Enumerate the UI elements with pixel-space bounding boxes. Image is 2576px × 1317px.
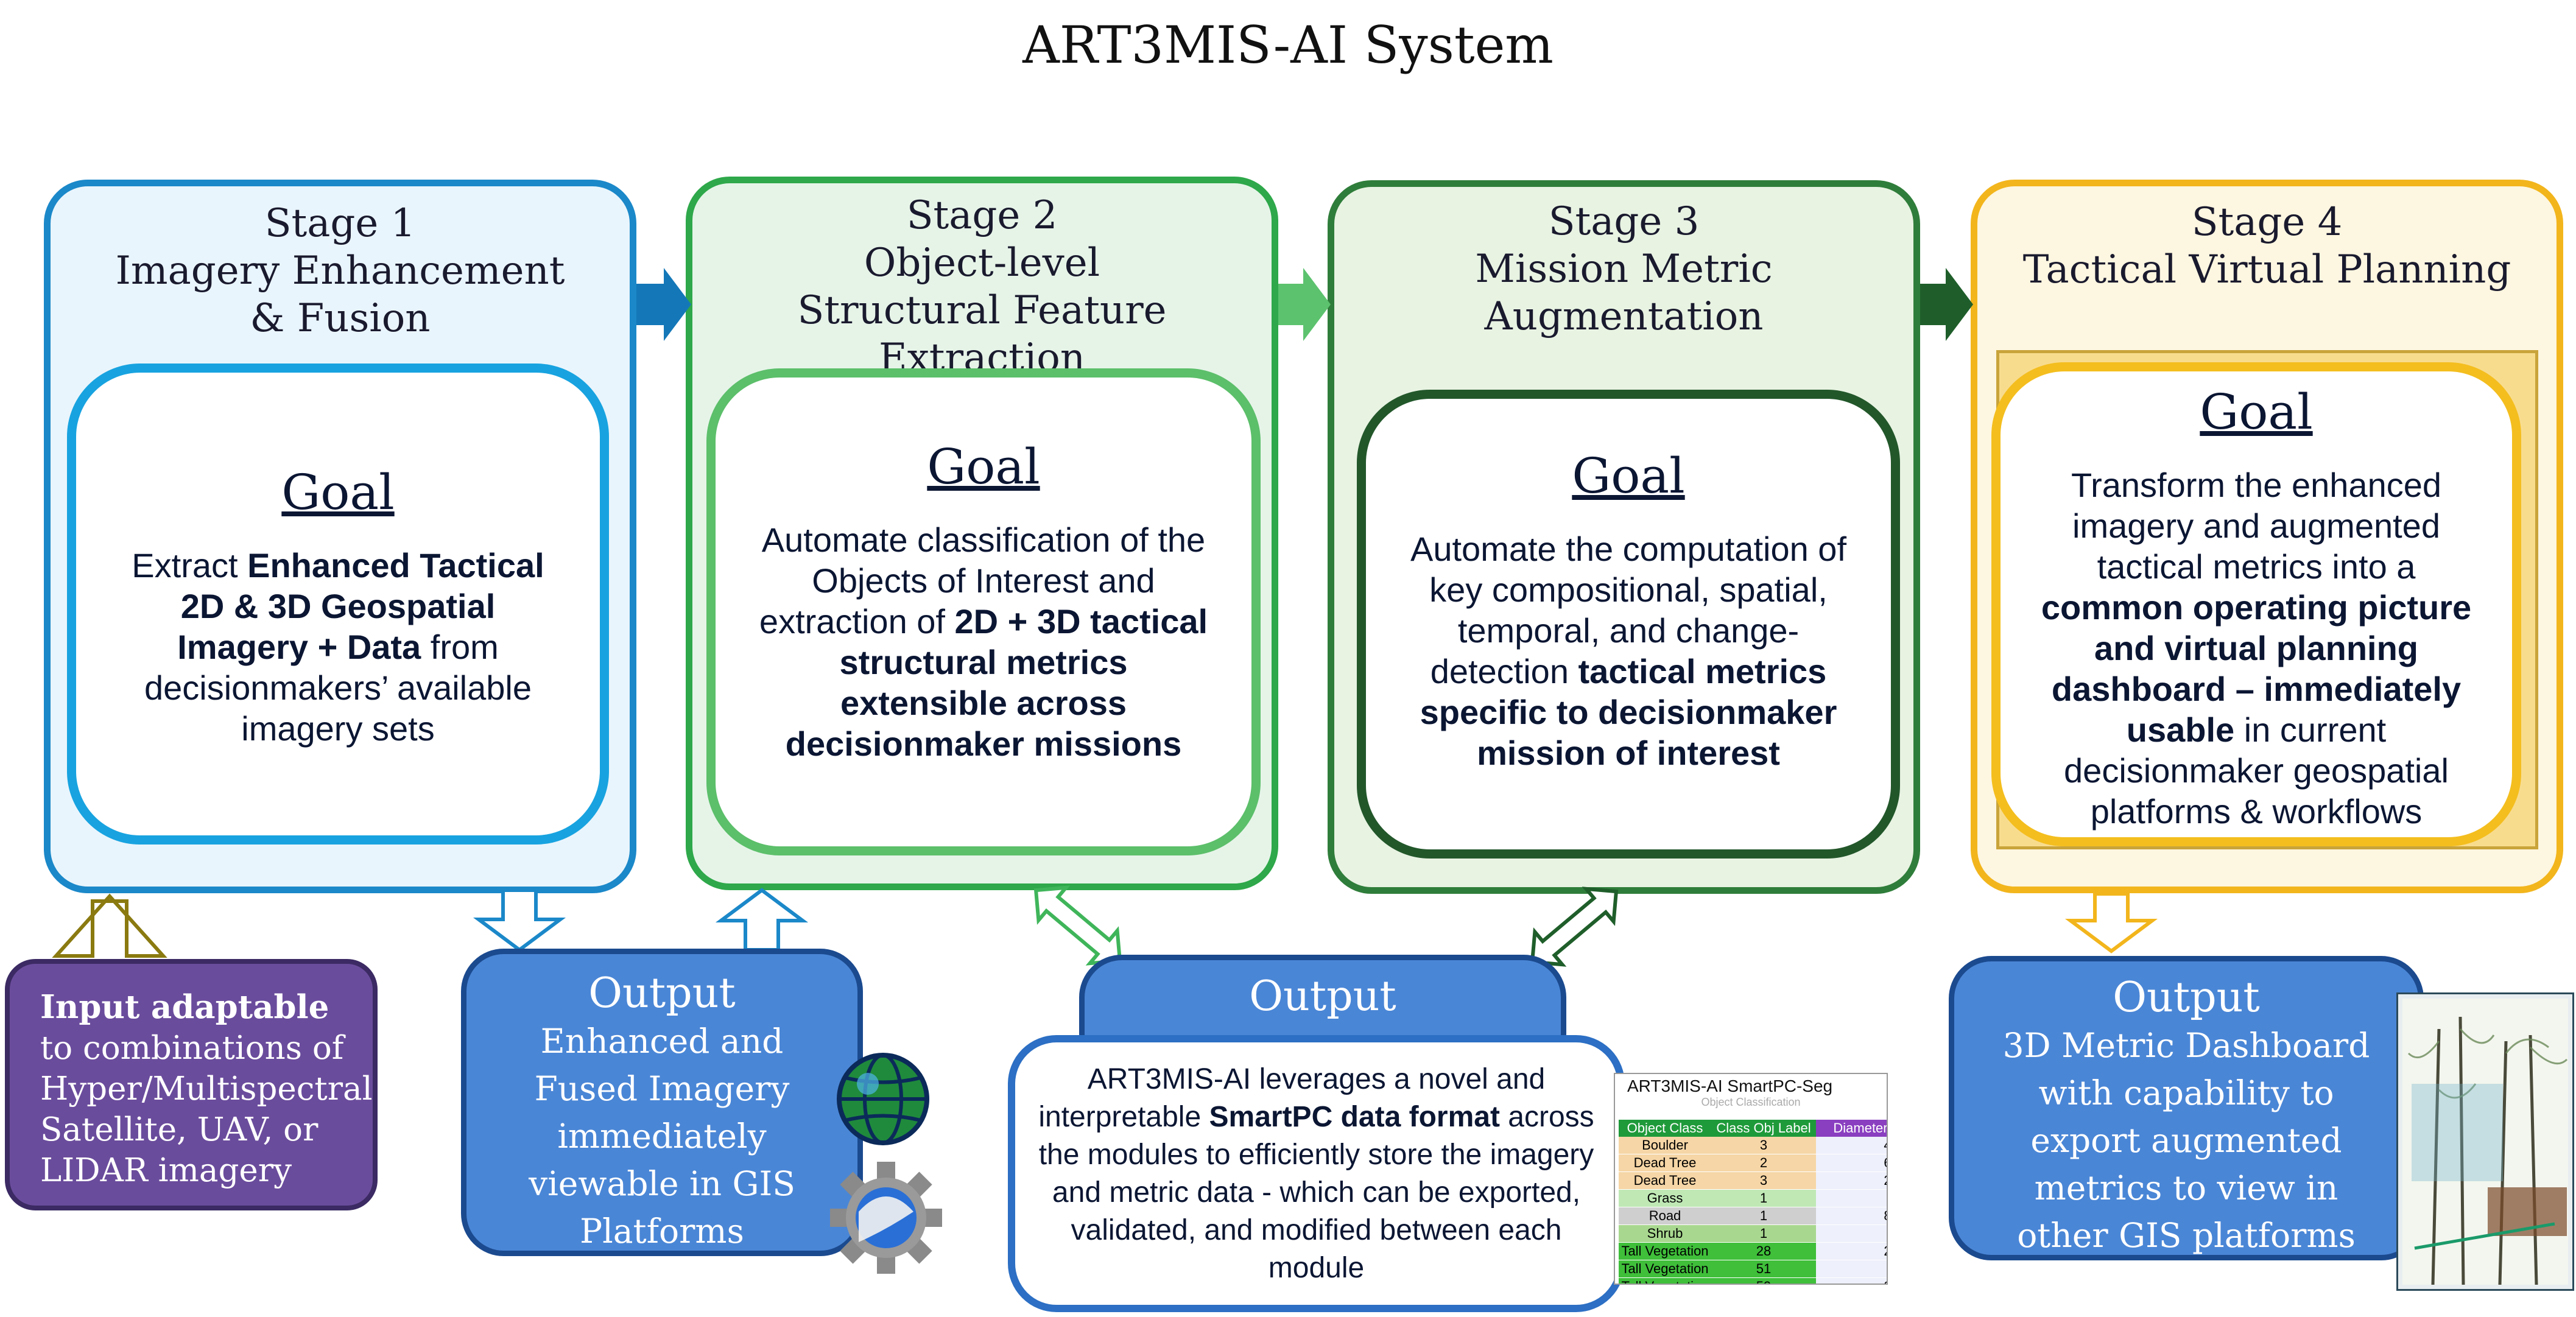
table-cell: 51 xyxy=(1711,1260,1816,1278)
table-cell: 1 xyxy=(1711,1207,1816,1225)
stage-1-name: Stage 1 xyxy=(264,201,416,246)
table-cell: Dead Tree xyxy=(1619,1154,1711,1172)
stage-4-name: Stage 4 xyxy=(2191,200,2343,245)
table-cell: 4.2 xyxy=(1816,1137,1887,1154)
stage-1-to-2-arrow xyxy=(636,268,691,341)
table-row: Dead Tree321. xyxy=(1619,1171,1887,1190)
output-2-title: Output xyxy=(1249,972,1396,1020)
stage-3-goal-box: Goal Automate the computation of key com… xyxy=(1357,390,1900,859)
stage-4-goal-box: Goal Transform the enhanced imagery and … xyxy=(1991,362,2521,846)
diagram-title: ART3MIS-AI System xyxy=(1022,15,1554,75)
output-3-box: Output 3D Metric Dashboard with capabili… xyxy=(1949,956,2424,1260)
input-up-arrow xyxy=(52,893,167,958)
stage-3-goal-heading: Goal xyxy=(1572,448,1685,504)
stage-1-goal-box: Goal Extract Enhanced Tactical 2D & 3D G… xyxy=(67,363,609,845)
globe-icon xyxy=(837,1053,929,1145)
output-1-box: Output Enhanced and Fused Imagery immedi… xyxy=(461,949,863,1256)
stage-2-name: Stage 2 xyxy=(906,193,1058,238)
stage-3-to-4-arrow xyxy=(1920,268,1973,341)
table-cell: 14 xyxy=(1816,1260,1887,1278)
table-row: Tall Vegetation5923. xyxy=(1619,1277,1887,1284)
table-cell: Grass xyxy=(1619,1189,1711,1207)
stage-3-goal-text: Automate the computation of key composit… xyxy=(1410,530,1846,772)
stage-2-up-arrow xyxy=(715,888,809,952)
table-cell: 1 xyxy=(1711,1224,1816,1243)
table-cell: 21. xyxy=(1816,1242,1887,1260)
output-2-body: ART3MIS-AI leverages a novel and interpr… xyxy=(1008,1035,1625,1312)
table-header: Class Obj Label xyxy=(1716,1120,1811,1136)
stage-2-goal-text: Automate classification of the Objects o… xyxy=(759,521,1208,763)
input-box-bold: Input adaptable xyxy=(40,988,329,1026)
table-cell: 86. xyxy=(1816,1207,1887,1225)
smartpc-table: Object Class Class Obj Label Diameter Bo… xyxy=(1619,1120,1887,1284)
stage-3-output-double-arrow xyxy=(1530,887,1619,967)
table-row: Boulder34.2 xyxy=(1619,1137,1887,1154)
output-1-text: Enhanced and Fused Imagery immediately v… xyxy=(529,1022,795,1251)
stage-4-subtitle: Tactical Virtual Planning xyxy=(2022,247,2511,292)
stage-4-goal-heading: Goal xyxy=(2200,384,2313,440)
smartpc-table-subtitle: Object Classification xyxy=(1701,1096,1801,1108)
table-header: Diameter xyxy=(1816,1120,1887,1137)
table-cell: Road xyxy=(1619,1207,1711,1225)
table-cell: 3 xyxy=(1711,1137,1816,1154)
smartpc-table-panel: ART3MIS-AI SmartPC-Seg Object Classifica… xyxy=(1614,1073,1888,1285)
table-cell: 1 xyxy=(1711,1189,1816,1207)
output-3-title: Output xyxy=(2113,974,2260,1022)
table-cell: 21. xyxy=(1816,1171,1887,1190)
table-header: Object Class xyxy=(1627,1120,1703,1136)
stage-4-goal-text: Transform the enhanced imagery and augme… xyxy=(2041,466,2472,831)
table-cell: 59 xyxy=(1711,1277,1816,1284)
stage-2-goal-heading: Goal xyxy=(927,438,1040,495)
dashboard-thumbnail-image xyxy=(2396,992,2574,1291)
table-cell: 23. xyxy=(1816,1277,1887,1284)
table-cell: Tall Vegetation xyxy=(1619,1260,1711,1278)
output-3-text: 3D Metric Dashboard with capability to e… xyxy=(2002,1026,2370,1255)
stage-4-down-arrow xyxy=(2064,892,2158,954)
table-cell: 6.5 xyxy=(1816,1154,1887,1172)
input-box-text: to combinations of Hyper/Multispectral S… xyxy=(40,1030,373,1189)
stage-1-goal-text: Extract Enhanced Tactical 2D & 3D Geospa… xyxy=(132,546,544,748)
input-box: Input adaptable to combinations of Hyper… xyxy=(5,959,378,1210)
stage-2-goal-box: Goal Automate classification of the Obje… xyxy=(706,368,1261,855)
gear-icon xyxy=(830,1162,942,1274)
table-row: Tall Vegetation2821. xyxy=(1619,1242,1887,1260)
table-cell: – xyxy=(1816,1224,1887,1243)
table-cell: Tall Vegetation xyxy=(1619,1242,1711,1260)
stage-1-goal-heading: Goal xyxy=(281,464,395,521)
stage-3-name: Stage 3 xyxy=(1548,199,1700,244)
table-cell: Shrub xyxy=(1619,1224,1711,1243)
table-cell: Dead Tree xyxy=(1619,1171,1711,1190)
table-cell: 2 xyxy=(1711,1154,1816,1172)
table-cell: 3 xyxy=(1711,1171,1816,1190)
table-row: Dead Tree26.5 xyxy=(1619,1154,1887,1172)
table-cell: Boulder xyxy=(1619,1137,1711,1154)
output-1-title: Output xyxy=(588,969,736,1017)
table-row: Road186. xyxy=(1619,1207,1887,1225)
table-cell: Tall Vegetation xyxy=(1619,1277,1711,1284)
table-row: Tall Vegetation5114 xyxy=(1619,1260,1887,1278)
table-cell: 28 xyxy=(1711,1242,1816,1260)
stage-3-subtitle: Mission Metric Augmentation xyxy=(1475,247,1773,339)
table-cell: – xyxy=(1816,1189,1887,1207)
stage-1-down-arrow xyxy=(473,888,566,952)
stage-2-to-3-arrow xyxy=(1278,268,1331,341)
smartpc-table-title: ART3MIS-AI SmartPC-Seg xyxy=(1627,1076,1833,1095)
stage-1-subtitle: Imagery Enhancement & Fusion xyxy=(115,248,565,341)
